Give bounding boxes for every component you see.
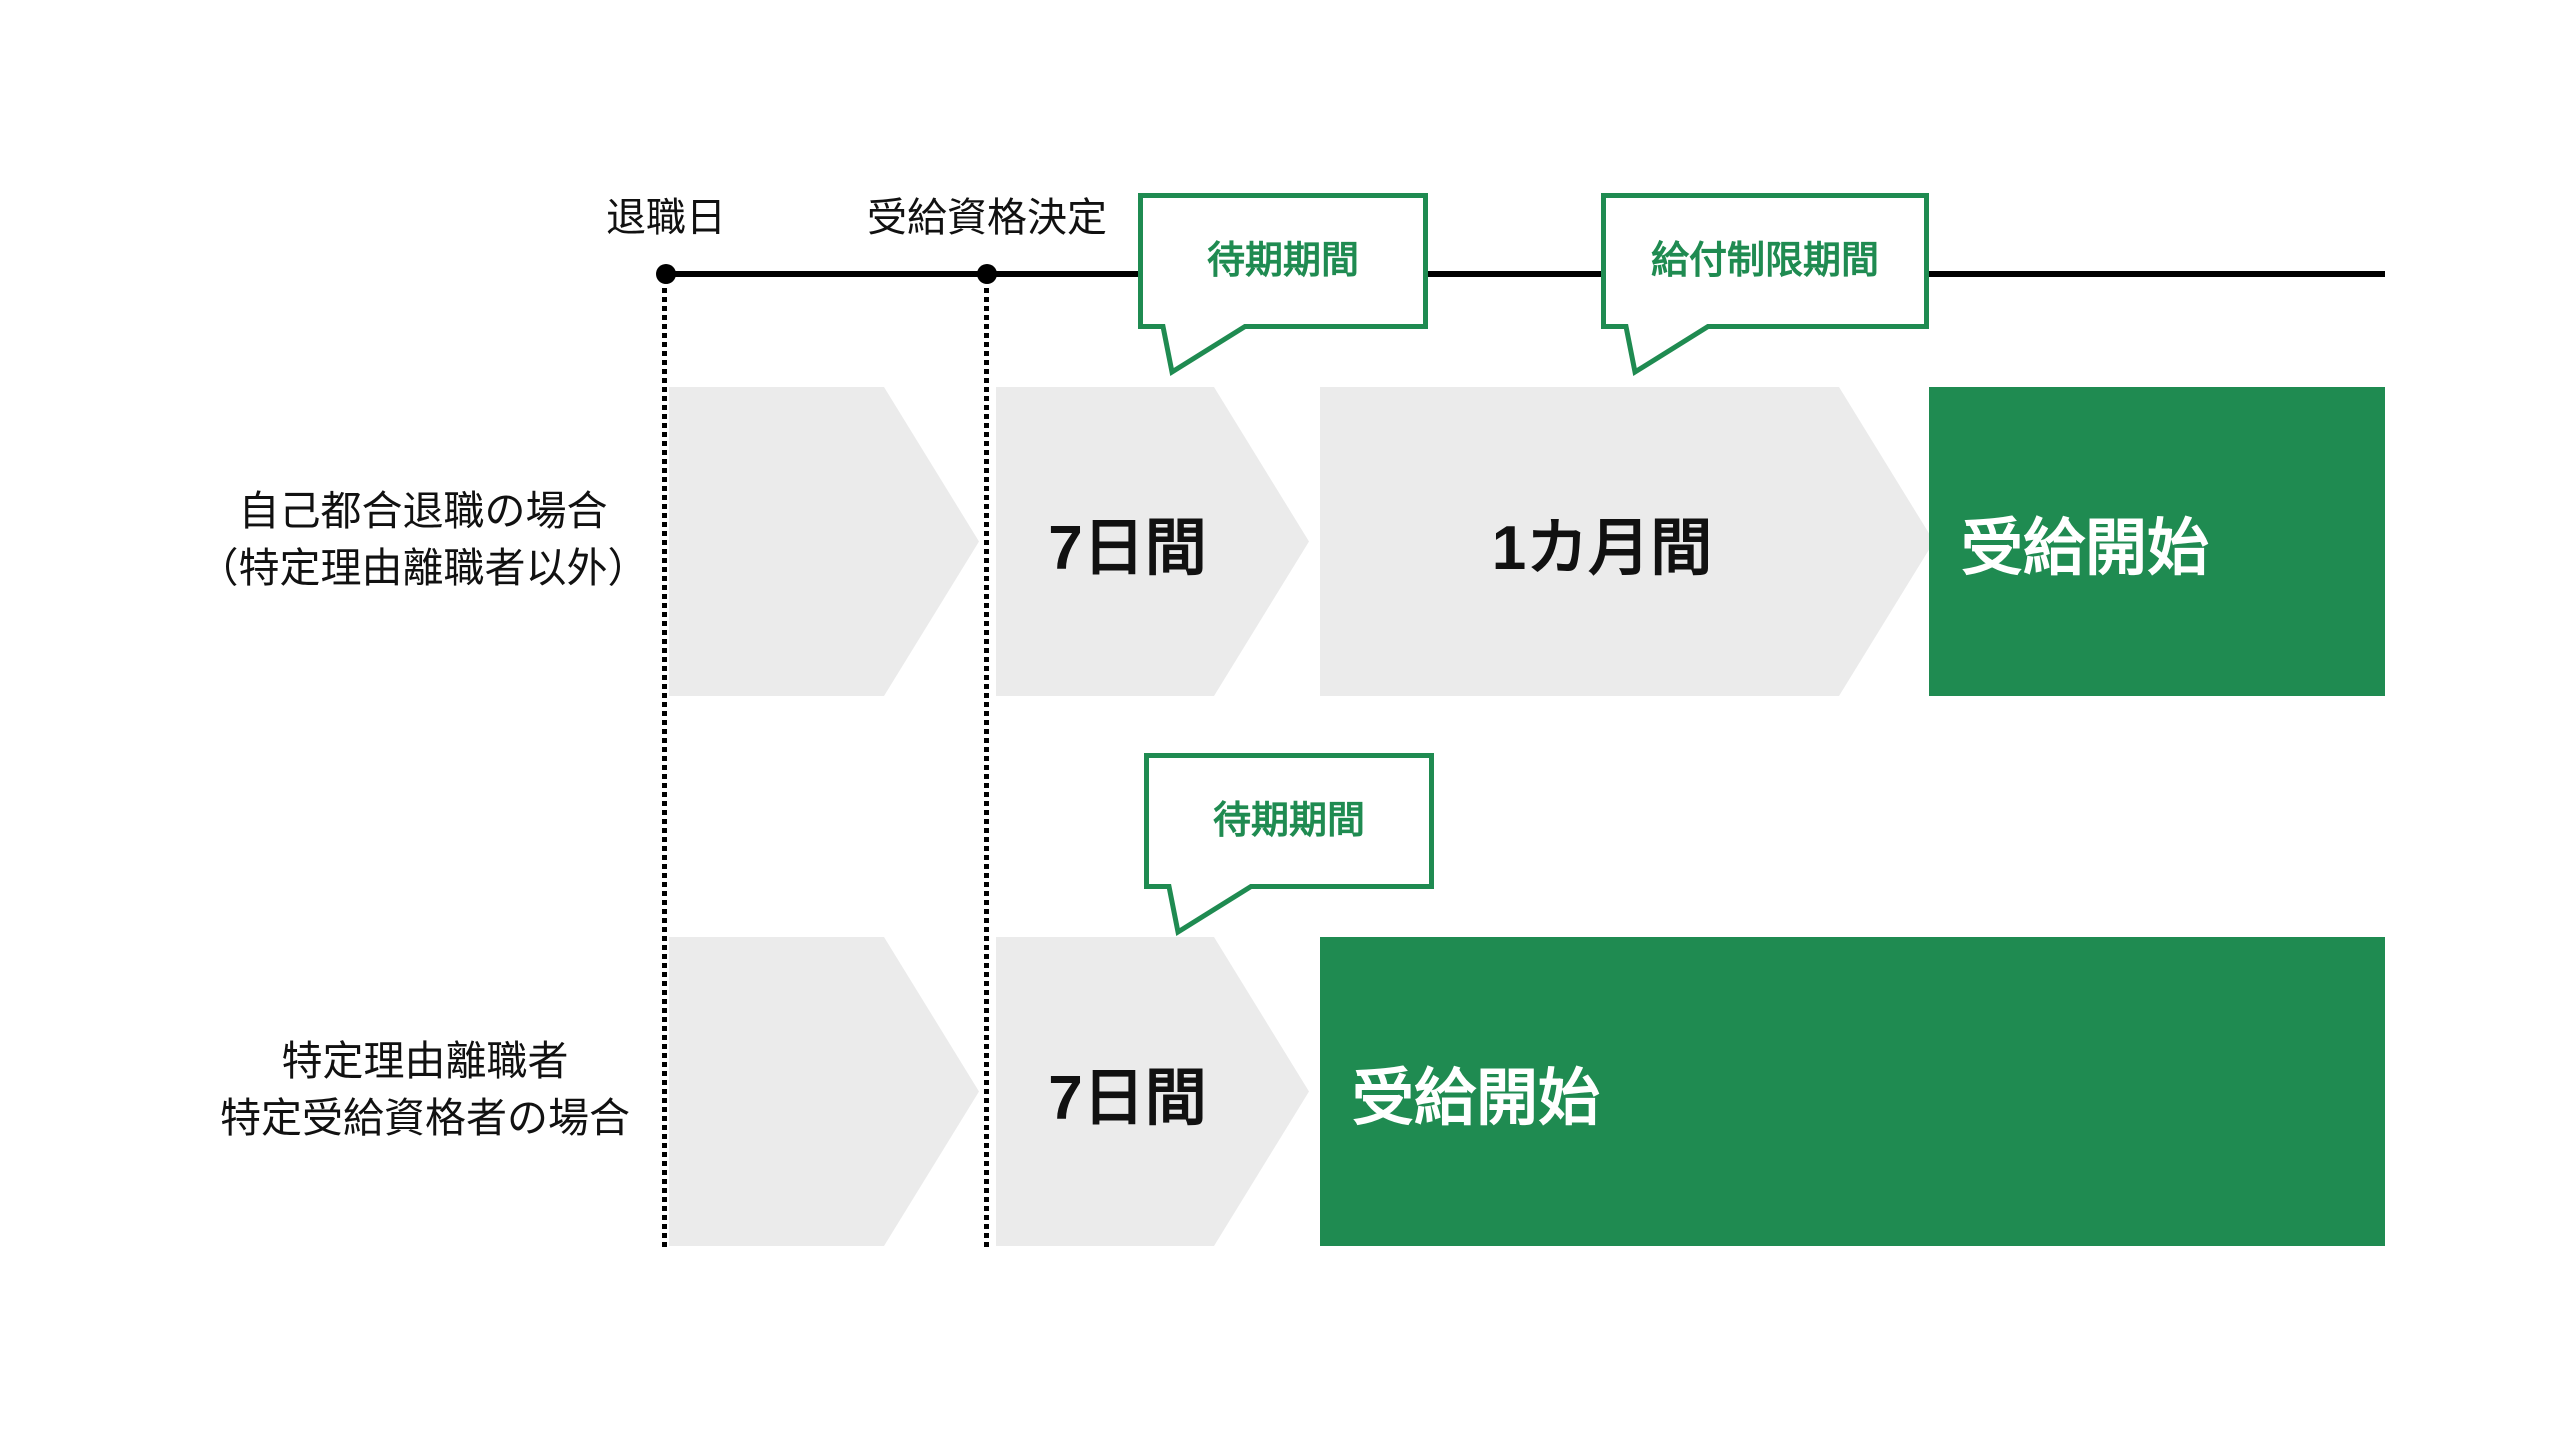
row-label-line: 自己都合退職の場合 xyxy=(238,488,608,534)
result-label: 受給開始 xyxy=(1352,1063,1601,1133)
speech-bubble-label: 待期期間 xyxy=(1207,240,1359,282)
callout-bubble-waiting-period-2: 待期期間 xyxy=(1144,753,1434,937)
row-label-voluntary-resignation: 自己都合退職の場合 （特定理由離職者以外） xyxy=(123,483,723,597)
step-arrow-blank-row1 xyxy=(669,387,979,696)
result-box-benefit-start-row2: 受給開始 xyxy=(1320,937,2385,1246)
row-label-line: 特定理由離職者 xyxy=(281,1038,569,1084)
speech-bubble-outline xyxy=(1601,193,1929,377)
speech-bubble-outline xyxy=(1144,753,1434,937)
callout-bubble-restriction-period: 給付制限期間 xyxy=(1601,193,1929,377)
callout-bubble-waiting-period-1: 待期期間 xyxy=(1138,193,1428,377)
result-label: 受給開始 xyxy=(1961,513,2210,583)
step-label: 7日間 xyxy=(1048,1063,1207,1133)
speech-bubble-label: 待期期間 xyxy=(1213,800,1365,842)
row-label-line: 特定受給資格者の場合 xyxy=(220,1095,630,1141)
result-box-benefit-start-row1: 受給開始 xyxy=(1929,387,2385,696)
dashed-guide-retirement xyxy=(662,288,667,1250)
step-label: 7日間 xyxy=(1048,513,1207,583)
step-arrow-1month-row1: 1カ月間 xyxy=(1320,387,1934,696)
dashed-guide-eligibility xyxy=(984,288,989,1250)
timeline-dot-retirement xyxy=(656,264,676,284)
timeline-marker-label-eligibility: 受給資格決定 xyxy=(867,196,1107,240)
speech-bubble-outline xyxy=(1138,193,1428,377)
step-arrow-7days-row2: 7日間 xyxy=(996,937,1309,1246)
speech-bubble-label: 給付制限期間 xyxy=(1651,240,1879,282)
row-label-line: （特定理由離職者以外） xyxy=(197,545,649,591)
step-label: 1カ月間 xyxy=(1491,513,1713,583)
step-arrow-7days-row1: 7日間 xyxy=(996,387,1309,696)
timeline-marker-label-retirement: 退職日 xyxy=(606,196,726,240)
step-arrow-blank-row2 xyxy=(669,937,979,1246)
timeline-line xyxy=(664,271,2385,277)
timeline-dot-eligibility xyxy=(977,264,997,284)
row-label-specified-reason: 特定理由離職者 特定受給資格者の場合 xyxy=(125,1033,725,1147)
